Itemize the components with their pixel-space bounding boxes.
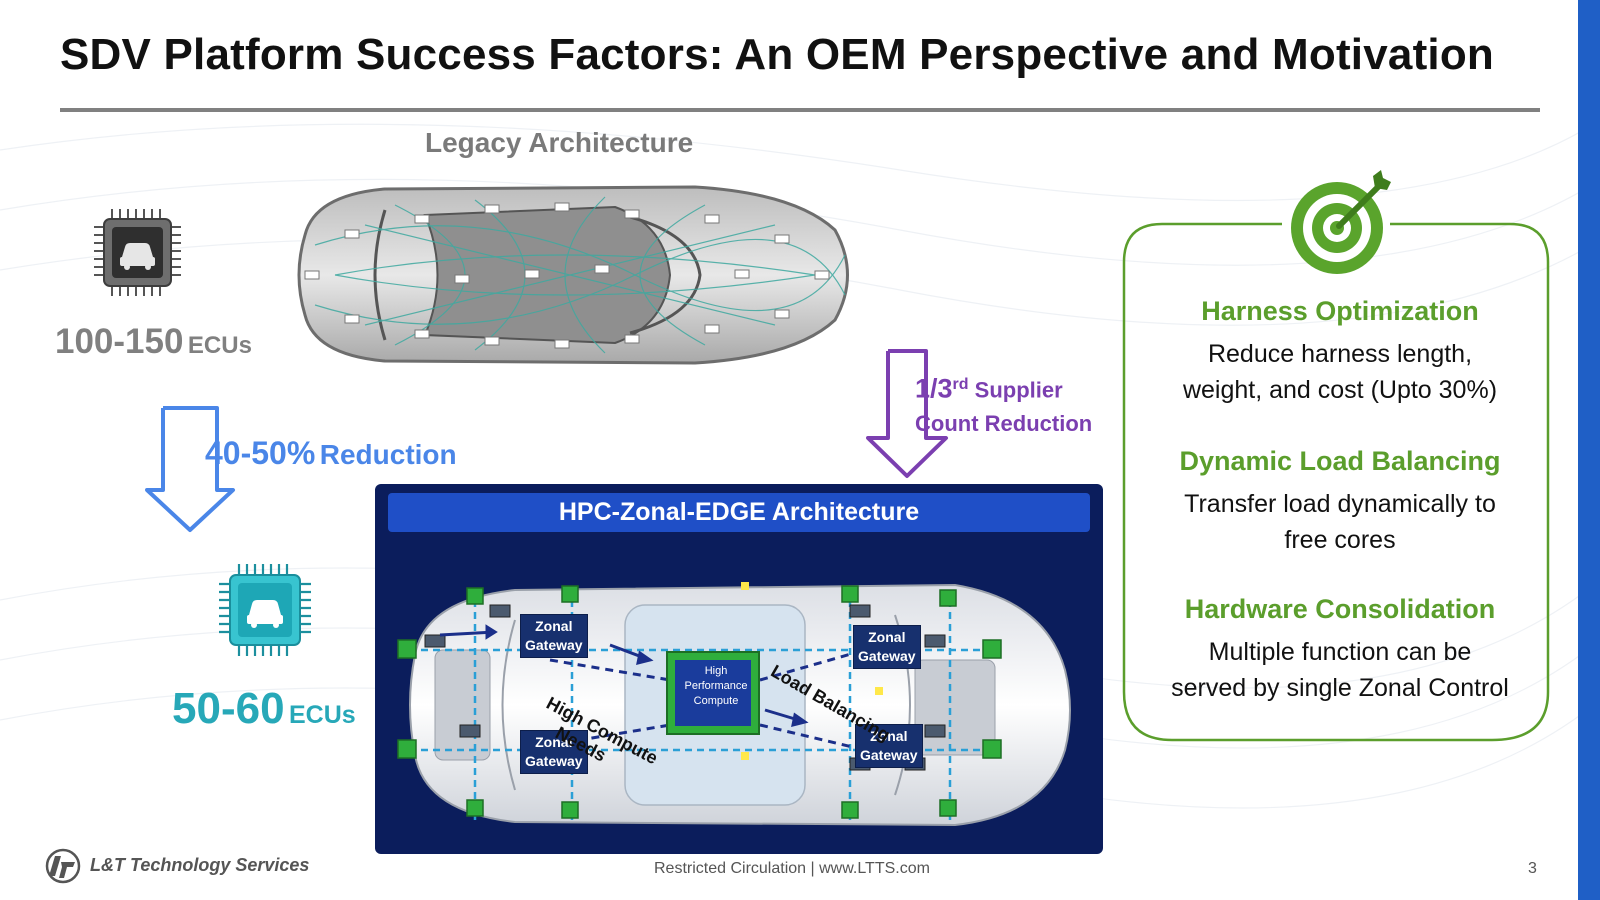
company-name: L&T Technology Services — [90, 855, 310, 875]
hpc-chip-line1: High — [704, 665, 728, 677]
ecu-reduction-label: 40-50% Reduction — [205, 435, 457, 472]
hpc-panel-title: HPC-Zonal-EDGE Architecture — [388, 493, 1090, 532]
zonal-gateway-front-left: Zonal Gateway — [520, 614, 588, 658]
benefit-heading-harness: Harness Optimization — [1201, 296, 1479, 326]
new-ecu-unit: ECUs — [289, 701, 356, 729]
hpc-chip-line2: Performance — [684, 680, 748, 692]
legacy-ecu-unit: ECUs — [187, 332, 252, 359]
benefit-heading-load-balancing: Dynamic Load Balancing — [1179, 446, 1501, 476]
benefit-text-load-line2: free cores — [1284, 526, 1396, 554]
accent-side-bar — [1578, 0, 1600, 900]
legacy-architecture-label: Legacy Architecture — [425, 127, 694, 158]
supplier-line1: 1/3rd Supplier — [915, 368, 1092, 407]
benefits-card-frame — [1122, 222, 1550, 742]
zonal-gateway-line1: Zonal — [868, 629, 906, 645]
benefit-text-hardware-line1: Multiple function can be — [1208, 638, 1472, 666]
car-chip-icon-gray — [94, 209, 181, 296]
target-icon — [1291, 170, 1391, 274]
zonal-gateway-rear-left: Zonal Gateway — [520, 730, 588, 774]
legacy-ecu-count: 100-150 ECUs — [55, 322, 252, 362]
slide-title: SDV Platform Success Factors: An OEM Per… — [60, 30, 1495, 79]
zonal-gateway-line2: Gateway — [525, 753, 583, 769]
supplier-arrow-icon — [866, 349, 948, 478]
title-divider — [60, 108, 1540, 112]
zonal-gateway-rear-right: Zonal Gateway — [855, 724, 923, 768]
benefit-text-harness-line1: Reduce harness length, — [1207, 340, 1473, 368]
new-ecu-count: 50-60 ECUs — [172, 684, 356, 734]
zonal-gateway-line2: Gateway — [860, 747, 918, 763]
hpc-chip-label: High Performance Compute — [678, 664, 754, 709]
hpc-chip-line3: Compute — [693, 695, 739, 707]
car-chip-icon-teal — [219, 564, 311, 656]
lt-logo-icon — [45, 848, 81, 884]
supplier-fraction: 1/3 — [915, 373, 953, 404]
supplier-line2: Count Reduction — [915, 411, 1093, 437]
footer-circulation: Restricted Circulation | www.LTTS.com — [654, 860, 930, 877]
zonal-gateway-line1: Zonal — [535, 618, 573, 634]
benefit-text-harness-line2: weight, and cost (Upto 30%) — [1182, 376, 1498, 404]
page-number: 3 — [1528, 860, 1537, 877]
zonal-gateway-line1: Zonal — [535, 734, 573, 750]
legacy-ecu-value: 100-150 — [55, 322, 184, 361]
new-ecu-value: 50-60 — [172, 684, 285, 733]
benefit-text-hardware-line2: served by single Zonal Control — [1171, 674, 1509, 702]
benefit-heading-hardware: Hardware Consolidation — [1184, 594, 1496, 624]
supplier-superscript: rd — [952, 376, 969, 393]
zonal-gateway-line2: Gateway — [858, 648, 916, 664]
benefit-text-load-line1: Transfer load dynamically to — [1184, 490, 1496, 518]
legacy-car-illustration — [297, 185, 849, 365]
supplier-reduction-label: 1/3rd Supplier Count Reduction — [915, 368, 1092, 441]
reduction-word: Reduction — [319, 439, 457, 470]
zonal-gateway-line1: Zonal — [870, 728, 908, 744]
reduction-percent: 40-50% — [205, 435, 316, 471]
reduction-arrow-icon — [145, 406, 235, 532]
zonal-gateway-front-right: Zonal Gateway — [853, 625, 921, 669]
supplier-word: Supplier — [974, 377, 1063, 403]
zonal-gateway-line2: Gateway — [525, 637, 583, 653]
